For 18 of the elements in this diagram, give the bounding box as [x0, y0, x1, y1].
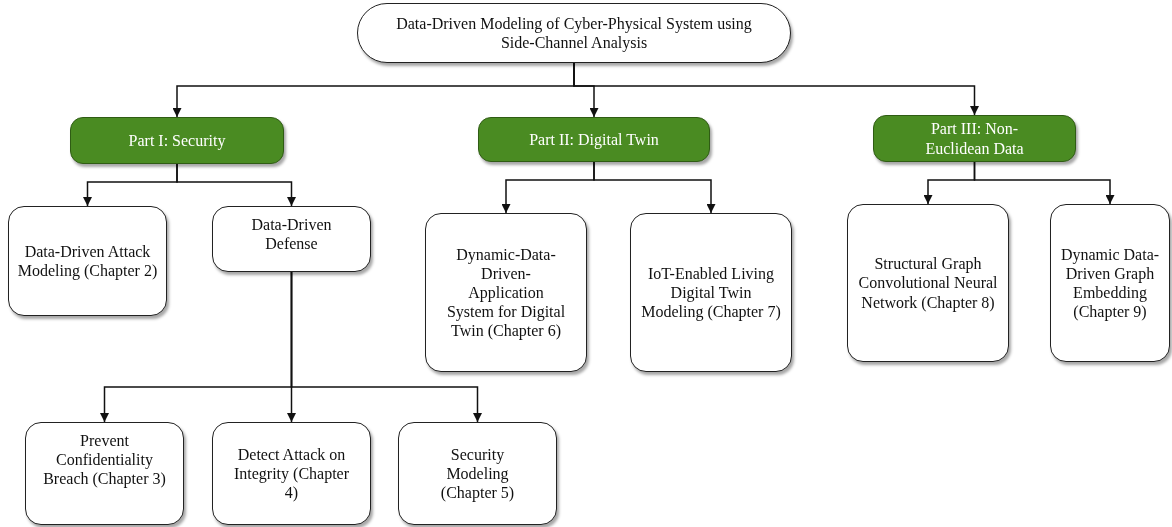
part-box: Part I: Security	[70, 117, 284, 164]
part-box: Part II: Digital Twin	[478, 117, 710, 162]
title-box: Data-Driven Modeling of Cyber-Physical System using Side-Channel Analysis	[357, 3, 791, 63]
chapter-box: Data-Driven Defense	[212, 206, 371, 272]
chapter-box: Structural Graph Convolutional Neural Network (Chapter 8)	[847, 204, 1009, 362]
chapter-box: Dynamic-Data-Driven-Application System for Digital Twin (Chapter 6)	[425, 213, 587, 372]
part-box: Part III: Non-Euclidean Data	[873, 115, 1076, 162]
chapter-box: Prevent Confidentiality Breach (Chapter 3)	[25, 422, 184, 525]
chapter-box: Data-Driven Attack Modeling (Chapter 2)	[8, 206, 167, 316]
arrow	[593, 161, 716, 214]
arrow	[973, 161, 1115, 205]
chapter-box: Security Modeling (Chapter 5)	[398, 422, 557, 525]
arrow	[176, 163, 296, 207]
arrow	[573, 62, 979, 116]
chapter-box: Detect Attack on Integrity (Chapter 4)	[212, 422, 371, 525]
chapter-box: IoT-Enabled Living Digital Twin Modeling (Chapter 7)	[630, 213, 792, 372]
chapter-box: Dynamic Data-Driven Graph Embedding (Chapter 9)	[1050, 204, 1170, 362]
arrow	[290, 271, 482, 423]
